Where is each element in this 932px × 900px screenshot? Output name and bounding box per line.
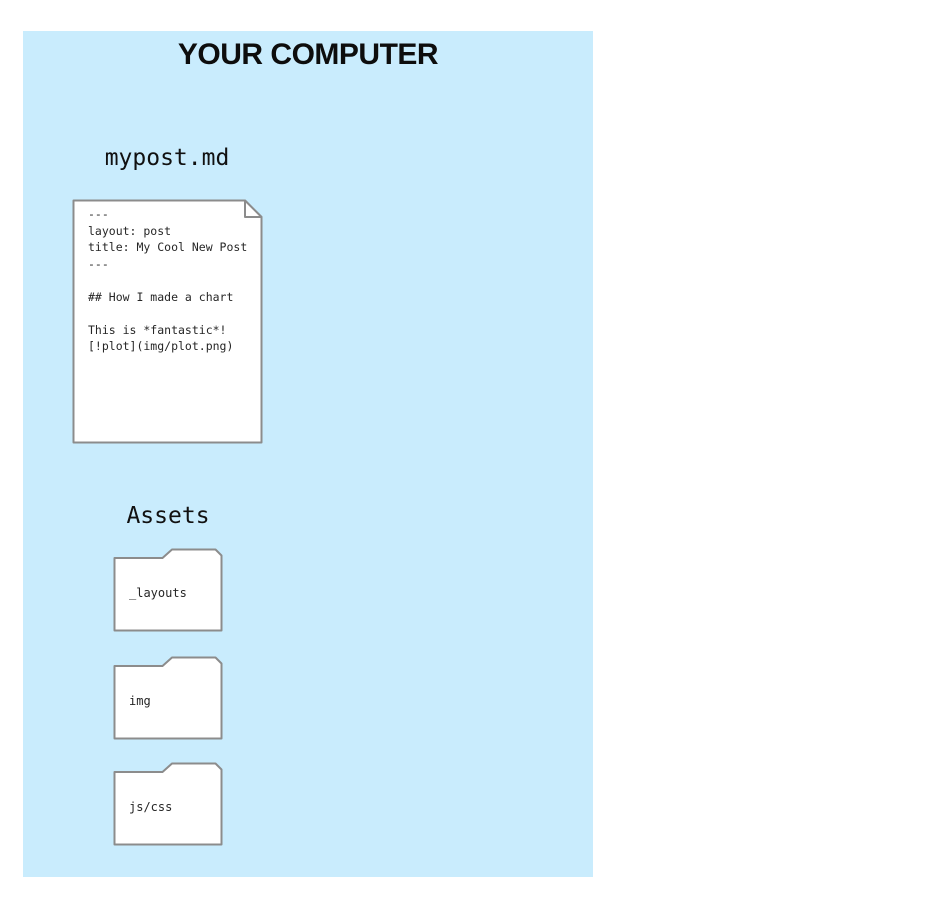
folder-icon [113,656,223,740]
document-content: --- layout: post title: My Cool New Post… [88,207,248,353]
folder-icon [113,548,223,632]
folder-layouts: _layouts [113,548,223,632]
folder-icon [113,762,223,846]
folder-js-css: js/css [113,762,223,846]
folder-name-label: js/css [129,800,173,814]
document-page-icon [72,199,263,444]
folder-name-label: img [129,694,151,708]
folder-img: img [113,656,223,740]
assets-heading: Assets [126,503,210,529]
folder-name-label: _layouts [129,586,187,600]
your-computer-panel: YOUR COMPUTER mypost.md --- layout: post… [23,31,593,877]
document-filename-label: mypost.md [104,145,230,171]
markdown-document: --- layout: post title: My Cool New Post… [72,199,263,444]
panel-title: YOUR COMPUTER [177,38,439,71]
